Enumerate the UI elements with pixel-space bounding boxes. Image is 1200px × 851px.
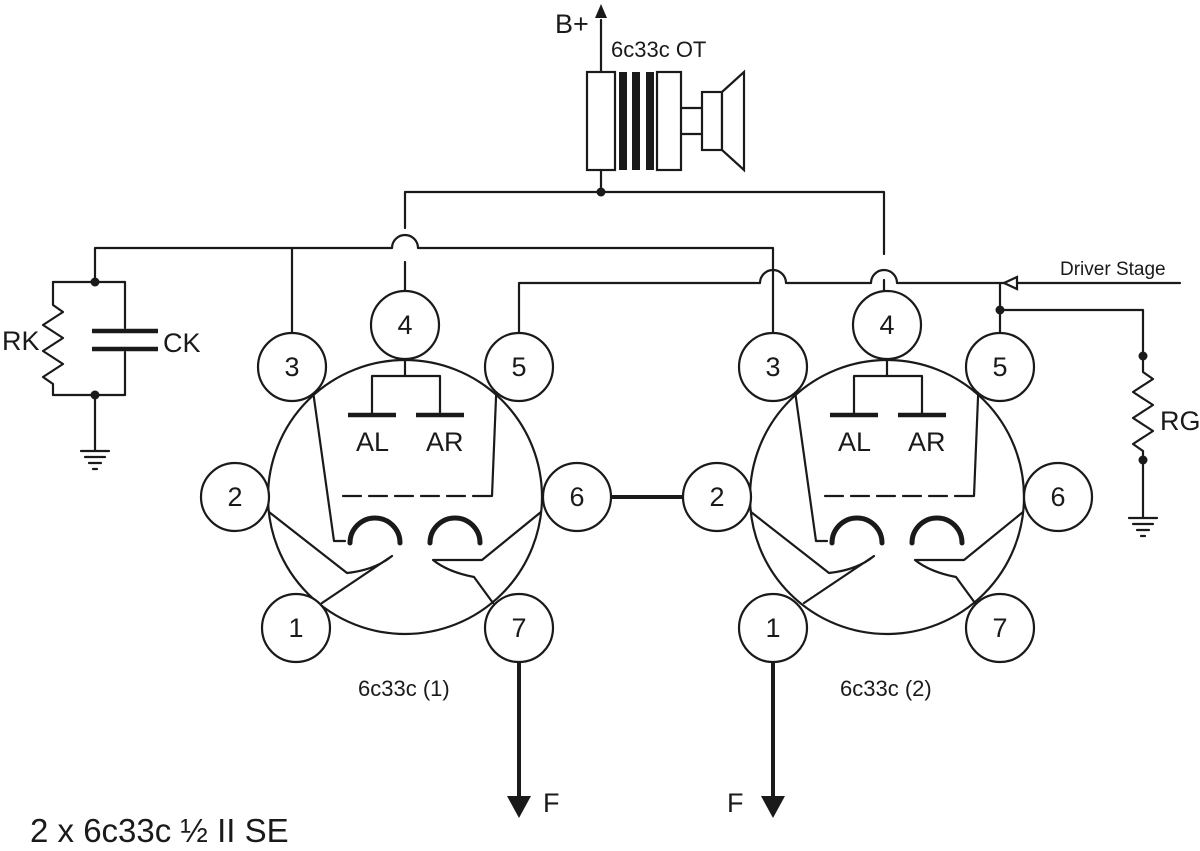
driver-stage-label: Driver Stage	[1060, 259, 1166, 280]
transformer-label: 6c33c OT	[611, 37, 706, 62]
svg-text:2: 2	[709, 482, 724, 512]
pin-3: 3	[256, 331, 328, 403]
grid-bus-wire: Driver Stage	[517, 259, 1182, 361]
svg-text:5: 5	[511, 352, 526, 382]
filament-right-label: F	[727, 788, 744, 818]
ground-icon	[79, 449, 111, 471]
b-plus-label: B+	[555, 9, 589, 39]
filament-lead-right: F	[727, 662, 785, 818]
cathode-bus-wire	[90, 233, 775, 336]
pin-6: 6	[1022, 461, 1094, 533]
pin-4: 4	[369, 289, 441, 361]
ground-icon	[1127, 516, 1159, 538]
pin-7: 7	[964, 592, 1036, 664]
cathode-rc-network: RK CK	[2, 280, 201, 471]
anode-left-label: AL	[838, 427, 871, 457]
anode-right-label: AR	[426, 427, 464, 457]
svg-text:6: 6	[1050, 482, 1065, 512]
tube-2: AL AR 1 2 3 4 5 6 7 6c33c (2)	[681, 289, 1094, 701]
svg-text:4: 4	[879, 310, 894, 340]
pin-2: 2	[681, 461, 753, 533]
svg-text:1: 1	[765, 613, 780, 643]
svg-text:1: 1	[288, 613, 303, 643]
svg-text:4: 4	[397, 310, 412, 340]
tube-label: 6c33c (1)	[358, 676, 450, 701]
pin-6: 6	[541, 461, 613, 533]
rg-label: RG	[1160, 406, 1200, 436]
tube-label: 6c33c (2)	[840, 676, 932, 701]
svg-text:3: 3	[284, 352, 299, 382]
svg-text:2: 2	[227, 482, 242, 512]
pin-7: 7	[483, 592, 555, 664]
anode-left-label: AL	[356, 427, 389, 457]
anode-right-label: AR	[908, 427, 946, 457]
filament-lead-left: F	[507, 662, 560, 818]
filament-left-label: F	[543, 788, 560, 818]
svg-text:6: 6	[569, 482, 584, 512]
grid-resistor: RG	[1127, 354, 1200, 538]
pin-5: 5	[964, 331, 1036, 403]
svg-text:7: 7	[511, 613, 526, 643]
svg-text:5: 5	[992, 352, 1007, 382]
pin-1: 1	[737, 592, 809, 664]
tube-1: AL AR 1 2 3 4 5 6 7 6c33c (1)	[199, 289, 613, 701]
speaker-icon	[679, 69, 746, 173]
diagram-title: 2 x 6c33c ½ II SE	[30, 812, 289, 849]
pin-4: 4	[851, 289, 923, 361]
pin-2: 2	[199, 461, 271, 533]
b-plus-supply: B+	[555, 4, 607, 74]
rk-label: RK	[2, 326, 40, 356]
pin-3: 3	[737, 331, 809, 403]
ck-label: CK	[163, 328, 201, 358]
pin-1: 1	[260, 592, 332, 664]
svg-text:7: 7	[992, 613, 1007, 643]
output-transformer: 6c33c OT	[585, 37, 746, 197]
pin-5: 5	[483, 331, 555, 403]
svg-text:3: 3	[765, 352, 780, 382]
